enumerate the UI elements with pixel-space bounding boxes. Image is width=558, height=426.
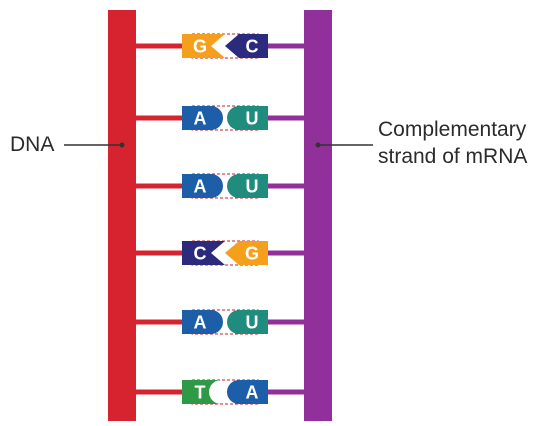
dna-base-letter: A bbox=[194, 313, 207, 333]
dna-base-G bbox=[182, 34, 225, 58]
mrna-bond-stub bbox=[268, 319, 304, 325]
rna-base-letter: G bbox=[245, 244, 259, 264]
rna-base-letter: C bbox=[246, 37, 259, 57]
dna-bond-stub bbox=[136, 319, 182, 325]
rna-base-letter: A bbox=[246, 383, 259, 403]
mrna-label-line-2: strand of mRNA bbox=[378, 145, 528, 168]
dna-bond-stub bbox=[136, 183, 182, 189]
dna-base-A bbox=[182, 174, 223, 198]
mrna-pointer-dot bbox=[315, 142, 321, 148]
dna-base-A bbox=[182, 310, 223, 334]
rna-base-U bbox=[227, 310, 268, 334]
dna-base-letter: A bbox=[194, 109, 207, 129]
mrna-strand bbox=[304, 10, 332, 421]
dna-base-T bbox=[182, 380, 221, 404]
rna-base-letter: U bbox=[246, 177, 259, 197]
rna-base-C bbox=[225, 34, 268, 58]
mrna-label: Complementary strand of mRNA bbox=[378, 116, 527, 170]
dna-base-C bbox=[182, 241, 225, 265]
dna-base-letter: G bbox=[193, 37, 207, 57]
rna-base-letter: U bbox=[246, 313, 259, 333]
dna-base-letter: T bbox=[195, 383, 206, 403]
dna-label: DNA bbox=[10, 133, 55, 156]
dna-base-A bbox=[182, 106, 223, 130]
rna-base-letter: U bbox=[246, 109, 259, 129]
dna-bond-stub bbox=[136, 250, 182, 256]
dna-base-letter: C bbox=[194, 244, 207, 264]
rna-base-G bbox=[225, 241, 268, 265]
dna-base-letter: A bbox=[194, 177, 207, 197]
dna-bond-stub bbox=[136, 389, 182, 395]
mrna-label-line-1: Complementary bbox=[378, 118, 527, 141]
mrna-bond-stub bbox=[268, 43, 304, 49]
mrna-bond-stub bbox=[268, 389, 304, 395]
rna-base-A bbox=[227, 380, 268, 404]
mrna-bond-stub bbox=[268, 183, 304, 189]
rna-base-U bbox=[227, 174, 268, 198]
mrna-bond-stub bbox=[268, 115, 304, 121]
base-pairs: G C A U A U C G A U T A bbox=[136, 33, 304, 405]
dna-pointer-dot bbox=[119, 142, 125, 148]
mrna-bond-stub bbox=[268, 250, 304, 256]
dna-bond-stub bbox=[136, 115, 182, 121]
dna-bond-stub bbox=[136, 43, 182, 49]
rna-base-U bbox=[227, 106, 268, 130]
dna-strand bbox=[108, 10, 136, 421]
